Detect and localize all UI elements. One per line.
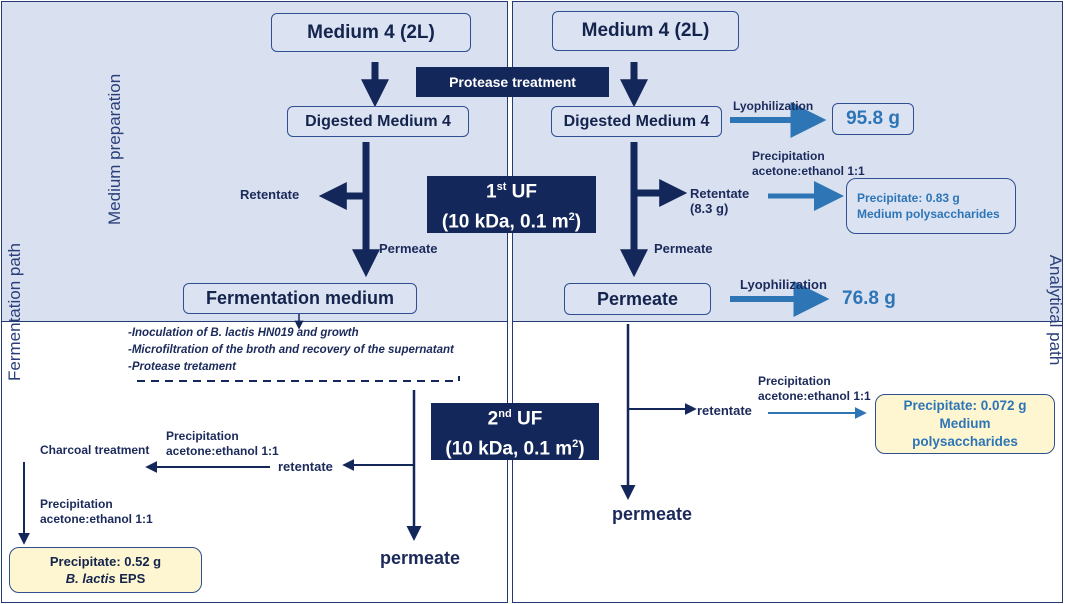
- uf2-line2: (10 kDa, 0.1 m2): [445, 437, 585, 459]
- left-permeate2-label: permeate: [380, 548, 461, 568]
- right-retentate-label: Retentate (8.3 g): [690, 186, 750, 216]
- right-lyophilization-1: Lyophilization: [733, 99, 814, 113]
- left-digested-box: Digested Medium 4: [287, 106, 469, 137]
- left-retentate2-label: retentate: [278, 459, 333, 474]
- uf2-box: 2nd UF (10 kDa, 0.1 m2): [431, 403, 599, 460]
- right-lyo1-value: 95.8 g: [846, 108, 900, 129]
- left-fermentation-box: Fermentation medium: [183, 283, 417, 314]
- right-result1-line1: Precipitate: 0.83 g: [857, 191, 960, 205]
- left-result-line2: B. lactis EPS: [65, 571, 146, 586]
- medium-preparation-label: Medium preparation: [105, 73, 124, 225]
- protease-treatment-box: Protease treatment: [416, 67, 609, 97]
- right-result2-box: Precipitate: 0.072 g Medium polysacchari…: [875, 394, 1055, 454]
- medium-preparation-panel-right: [512, 1, 1063, 322]
- left-precipitation-2: Precipitation acetone:ethanol 1:1: [40, 497, 153, 526]
- right-precipitation-2: Precipitation acetone:ethanol 1:1: [758, 374, 871, 403]
- charcoal-label: Charcoal treatment: [40, 443, 150, 457]
- right-result1-line2: Medium polysaccharides: [857, 207, 1000, 221]
- right-result2-line2: Medium: [939, 416, 991, 431]
- left-result-box: Precipitate: 0.52 g B. lactis EPS: [9, 547, 202, 593]
- uf1-line2: (10 kDa, 0.1 m2): [441, 210, 582, 232]
- uf1-line1: 1st UF: [486, 181, 537, 203]
- right-result1-box: Precipitate: 0.83 g Medium polysaccharid…: [846, 178, 1016, 234]
- analytical-path-panel: [512, 321, 1063, 603]
- left-permeate-label: Permeate: [379, 241, 438, 256]
- uf1-box: 1st UF (10 kDa, 0.1 m2): [427, 176, 596, 233]
- medium-preparation-panel-left: [1, 1, 508, 322]
- step-inoculation: -Inoculation of B. lactis HN019 and grow…: [128, 327, 359, 339]
- right-result2-line3: polysaccharides: [912, 434, 1018, 449]
- right-medium4-box: Medium 4 (2L): [552, 11, 739, 51]
- right-permeate-label: Permeate: [654, 241, 713, 256]
- right-permeate2-label: permeate: [612, 504, 693, 524]
- left-precipitation-1: Precipitation acetone:ethanol 1:1: [166, 429, 279, 458]
- right-result2-line1: Precipitate: 0.072 g: [903, 398, 1027, 413]
- step-microfiltration: -Microfiltration of the broth and recove…: [128, 344, 454, 356]
- fermentation-path-panel: [1, 321, 508, 603]
- right-lyophilization-2: Lyophilization: [740, 277, 827, 292]
- right-digested-box: Digested Medium 4: [551, 106, 722, 137]
- step-protease: -Protease tretament: [128, 361, 237, 373]
- analytical-path-label: Analytical path: [1046, 254, 1065, 366]
- left-medium4-box: Medium 4 (2L): [271, 13, 471, 52]
- left-retentate-label: Retentate: [240, 187, 300, 202]
- right-permeate-box: Permeate: [564, 283, 711, 315]
- right-retentate2-label: retentate: [697, 403, 752, 418]
- right-precipitation-1: Precipitation acetone:ethanol 1:1: [752, 149, 865, 178]
- right-lyo1-value-box: 95.8 g: [832, 103, 914, 135]
- right-lyo2-value: 76.8 g: [842, 288, 896, 309]
- uf2-line1: 2nd UF: [487, 408, 543, 430]
- fermentation-path-label: Fermentation path: [5, 243, 24, 381]
- left-result-line1: Precipitate: 0.52 g: [49, 554, 162, 569]
